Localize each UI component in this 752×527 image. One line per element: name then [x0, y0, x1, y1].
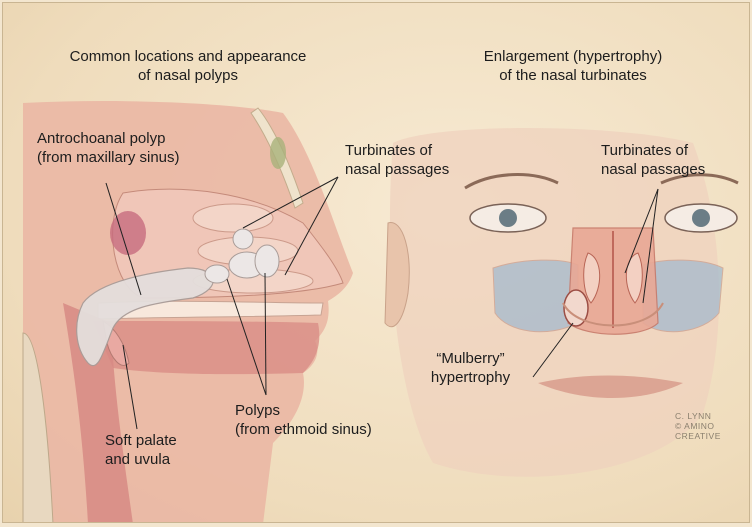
left-title-line2: of nasal polyps	[23, 66, 353, 85]
right-iris	[692, 209, 710, 227]
mulberry-line1: “Mulberry”	[408, 349, 533, 368]
credit-line1: C. LYNN	[675, 411, 721, 421]
right-turbinates-line2: nasal passages	[601, 160, 705, 179]
right-title-line2: of the nasal turbinates	[423, 66, 723, 85]
right-title-line1: Enlargement (hypertrophy)	[423, 47, 723, 66]
polyps-label: Polyps (from ethmoid sinus)	[235, 401, 372, 439]
right-turbinates-label: Turbinates of nasal passages	[601, 141, 705, 179]
right-turbinates-line1: Turbinates of	[601, 141, 705, 160]
left-turbinates-line2: nasal passages	[345, 160, 449, 179]
frontal-sinus	[270, 137, 286, 169]
maxillary-sinus-left	[493, 260, 578, 332]
left-iris	[499, 209, 517, 227]
ethmoid-polyp-3	[255, 245, 279, 277]
left-turbinates-line1: Turbinates of	[345, 141, 449, 160]
antrochoanal-title: Antrochoanal polyp	[37, 129, 180, 148]
left-title: Common locations and appearance of nasal…	[23, 47, 353, 85]
credit-line3: CREATIVE	[675, 431, 721, 441]
polyps-title: Polyps	[235, 401, 372, 420]
soft-palate-line2: and uvula	[105, 450, 177, 469]
mulberry-line2: hypertrophy	[408, 368, 533, 387]
left-turbinates-label: Turbinates of nasal passages	[345, 141, 449, 179]
polyps-subtitle: (from ethmoid sinus)	[235, 420, 372, 439]
right-title: Enlargement (hypertrophy) of the nasal t…	[423, 47, 723, 85]
sphenoid-sinus	[110, 211, 146, 255]
left-title-line1: Common locations and appearance	[23, 47, 353, 66]
mulberry-label: “Mulberry” hypertrophy	[408, 349, 533, 387]
artist-credit: C. LYNN © AMINO CREATIVE	[675, 411, 721, 441]
credit-line2: © AMINO	[675, 421, 721, 431]
soft-palate-line1: Soft palate	[105, 431, 177, 450]
antrochoanal-label: Antrochoanal polyp (from maxillary sinus…	[37, 129, 180, 167]
ethmoid-polyp-1	[205, 265, 229, 283]
soft-palate-label: Soft palate and uvula	[105, 431, 177, 469]
ethmoid-polyp-4	[233, 229, 253, 249]
antrochoanal-subtitle: (from maxillary sinus)	[37, 148, 180, 167]
